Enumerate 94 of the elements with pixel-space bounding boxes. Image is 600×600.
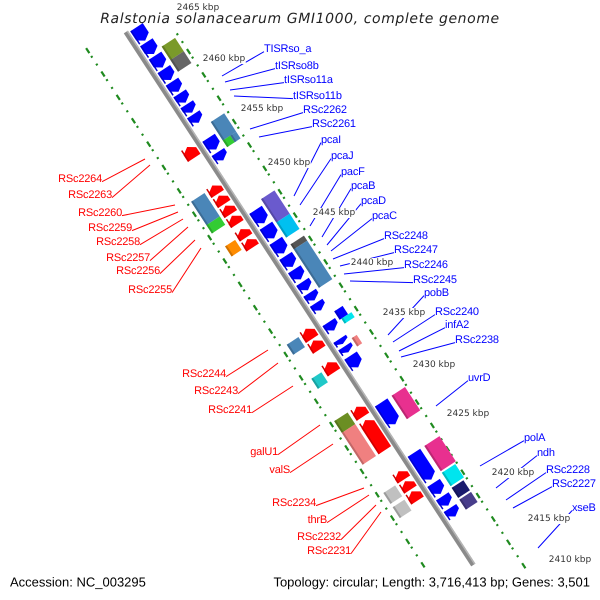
gene-label: uvrD [468,372,490,384]
leader-line [340,504,376,540]
leader-line [400,342,456,358]
gene-label: polA [524,432,546,444]
gene-label: RSc2232 [297,531,341,543]
gene-label: RSc2247 [394,244,438,256]
leader-line [222,51,264,76]
gene-label: pobB [424,287,449,299]
leader-line [512,486,552,508]
leader-line [278,424,320,456]
gene-label: RSc2262 [303,104,347,116]
gene-label: RSc2246 [404,259,448,271]
leader-line [300,158,332,206]
position-label: 2445 kbp [312,208,356,218]
leader-line [294,142,322,196]
leader-line [344,267,404,274]
position-label: 2420 kbp [490,468,536,478]
leader-line [132,212,178,232]
gene-label: RSc2263 [68,189,112,201]
leader-line [290,444,334,474]
leader-line [252,386,294,414]
gene-label: xseB [572,502,596,514]
gene-label: RSc2234 [272,497,316,509]
gene-label: RSc2259 [88,222,132,234]
gene-label: RSc2245 [413,274,457,286]
leader-line [350,512,382,554]
title: Ralstonia solanacearum GMI1000, complete genome [100,11,500,27]
leader-line [330,218,372,252]
gene-label: RSc2243 [194,385,238,397]
gene-label: RSc2241 [208,404,252,416]
gene-label: tISRso11b [293,90,342,102]
gene-label: galU1 [250,446,278,458]
gene-label: RSc2227 [552,478,596,490]
leader-line [112,164,150,198]
gene-label: RSc2231 [307,545,351,557]
leader-line [506,472,546,500]
position-label: 2465 kbp [176,3,220,13]
leader-line [436,380,468,406]
leader-line [316,488,364,506]
genome-summary-text: Topology: circular; Length: 3,716,413 bp; Genes: 3,501 [273,574,590,590]
leader-line [102,158,146,182]
gene-label: RSc2248 [384,230,428,242]
leader-line [172,248,202,294]
position-label: 2455 kbp [240,104,284,114]
gene-label: RSc2264 [58,173,102,185]
leader-line [350,280,414,284]
gene-label: RSc2260 [78,207,122,219]
gene-label: pcaJ [331,150,354,162]
leader-line [150,226,188,262]
gene-label: valS [269,464,290,476]
gene-label: RSc2256 [116,265,160,277]
position-label: 2450 kbp [266,158,312,168]
leader-line [398,327,446,352]
gene-label: pacF [341,166,365,178]
leader-line [230,82,284,90]
leader-line [326,494,370,524]
gene-label: RSc2244 [182,368,226,380]
leader-line [258,126,312,138]
position-label: 2410 kbp [548,555,592,565]
gene-label: RSc2261 [312,118,356,130]
gene-label: RSc2257 [106,252,150,264]
gene-label: ndh [537,447,555,459]
gene-label: RSc2240 [435,306,479,318]
leader-line [122,204,176,216]
gene-label: TISRso_a [264,43,312,55]
leader-line [224,68,276,82]
accession-text: Accession: NC_003295 [10,574,146,590]
gene-label: RSc2228 [546,464,590,476]
gene-label: infA2 [445,319,470,331]
gene-label: RSc2238 [455,334,499,346]
gene-label: RSc2255 [128,284,172,296]
leader-line [234,96,294,100]
gene-label: pcaB [351,180,376,192]
leader-line [226,350,268,378]
position-label: 2460 kbp [202,54,246,64]
leader-line [480,440,524,466]
leader-line [140,218,184,246]
position-label: 2425 kbp [446,409,490,419]
position-label: 2415 kbp [526,514,572,524]
gene-label: pcaD [361,195,386,207]
leader-line [332,238,384,260]
position-label: 2435 kbp [382,308,426,318]
gene-label: tISRso11a [284,74,333,86]
position-label: 2440 kbp [350,258,394,268]
gene-label: RSc2258 [96,236,140,248]
position-label: 2430 kbp [412,360,456,370]
gene-label: pcaC [372,210,397,222]
leader-line [238,362,278,394]
gene-label: thrB [308,514,327,526]
leader-line [160,240,196,274]
leader-line [250,112,304,130]
gene-label: pcaI [321,134,341,146]
leader-line [392,314,436,342]
gene-label: tISRso8b [275,60,319,72]
